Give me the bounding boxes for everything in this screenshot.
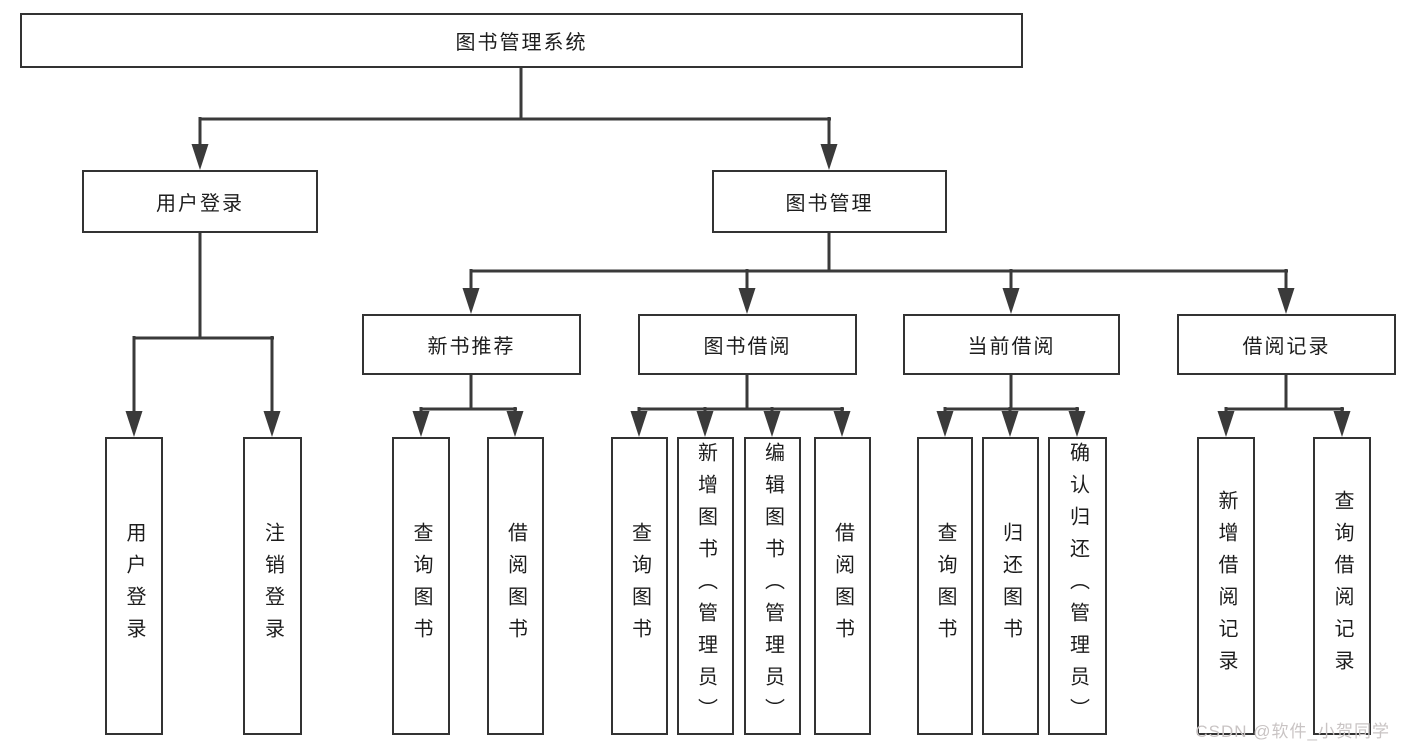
node-borrow-records: 借阅记录 (1177, 314, 1396, 375)
leaf-records-add-record: 新增借阅记录 (1197, 437, 1255, 735)
connector-root-to-level1 (191, 68, 838, 170)
node-current-borrow: 当前借阅 (903, 314, 1120, 375)
node-new-book-recommend-label: 新书推荐 (427, 336, 516, 358)
leaf-records-query-record: 查询借阅记录 (1313, 437, 1371, 735)
node-new-book-recommend: 新书推荐 (362, 314, 581, 375)
node-borrow-records-label: 借阅记录 (1242, 336, 1331, 358)
connector-current-borrow-to-leaves (936, 375, 1086, 437)
node-current-borrow-label: 当前借阅 (967, 336, 1056, 358)
leaf-logout: 注销登录 (243, 437, 302, 735)
leaf-borrow-borrow-books: 借阅图书 (814, 437, 871, 735)
leaf-current-confirm-return: 确认归还（管理员） (1048, 437, 1107, 735)
leaf-current-query-books: 查询图书 (917, 437, 973, 735)
leaf-recommend-query-books-label: 查询图书 (410, 522, 432, 650)
node-root-label: 图书管理系统 (455, 32, 588, 54)
leaf-borrow-add-books: 新增图书（管理员） (677, 437, 734, 735)
watermark: CSDN @软件_小贺同学 (1195, 722, 1390, 741)
leaf-current-confirm-return-label: 确认归还（管理员） (1066, 442, 1089, 730)
node-book-borrow-label: 图书借阅 (703, 336, 792, 358)
connector-user-login-to-leaves (125, 233, 281, 437)
leaf-logout-label: 注销登录 (261, 522, 284, 650)
leaf-borrow-edit-books: 编辑图书（管理员） (744, 437, 801, 735)
leaf-borrow-add-books-label: 新增图书（管理员） (694, 442, 717, 730)
leaf-borrow-query-books: 查询图书 (611, 437, 668, 735)
leaf-borrow-edit-books-label: 编辑图书（管理员） (761, 442, 784, 730)
leaf-recommend-borrow-books-label: 借阅图书 (504, 522, 527, 650)
leaf-user-login: 用户登录 (105, 437, 163, 735)
node-book-management: 图书管理 (712, 170, 947, 233)
leaf-recommend-query-books: 查询图书 (392, 437, 450, 735)
leaf-current-query-books-label: 查询图书 (934, 522, 956, 650)
connector-new-book-recommend-to-leaves (412, 375, 524, 437)
leaf-records-add-record-label: 新增借阅记录 (1215, 490, 1237, 682)
node-root: 图书管理系统 (20, 13, 1023, 68)
leaf-current-return-books-label: 归还图书 (999, 522, 1022, 650)
connector-borrow-records-to-leaves (1217, 375, 1351, 437)
connector-book-management-to-level2 (462, 233, 1295, 314)
leaf-user-login-label: 用户登录 (123, 522, 145, 650)
leaf-records-query-record-label: 查询借阅记录 (1331, 490, 1353, 682)
leaf-borrow-query-books-label: 查询图书 (628, 522, 651, 650)
connector-book-borrow-to-leaves (630, 375, 851, 437)
leaf-current-return-books: 归还图书 (982, 437, 1039, 735)
leaf-borrow-borrow-books-label: 借阅图书 (831, 522, 854, 650)
node-user-login: 用户登录 (82, 170, 318, 233)
node-book-borrow: 图书借阅 (638, 314, 857, 375)
node-user-login-label: 用户登录 (156, 193, 244, 215)
node-book-management-label: 图书管理 (785, 193, 874, 215)
leaf-recommend-borrow-books: 借阅图书 (487, 437, 544, 735)
